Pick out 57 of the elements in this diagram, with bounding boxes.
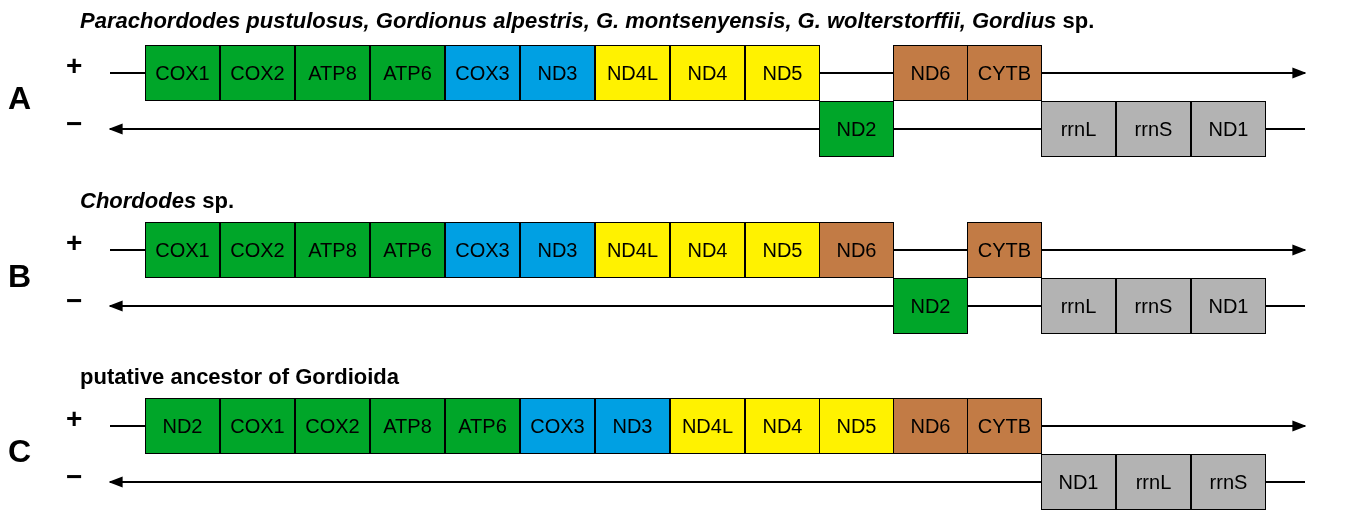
panel-letter: C [8,433,32,470]
gene-box: ND3 [520,45,595,101]
strand-sign: + [66,403,83,435]
gene-box: rrnS [1191,454,1266,510]
strand-sign: + [66,227,83,259]
gene-box: COX1 [145,45,220,101]
gene-box: ND1 [1191,101,1266,157]
gene-box: ATP6 [445,398,520,454]
gene-box: COX3 [445,45,520,101]
gene-box: ND3 [595,398,670,454]
species-heading: Parachordodes pustulosus, Gordionus alpestris, G. montsenyensis, G. wolterstorffii, Gordius sp. [80,8,1095,34]
gene-box: COX2 [295,398,370,454]
species-heading: putative ancestor of Gordioida [80,364,400,390]
gene-box: ATP6 [370,222,445,278]
strand-sign: − [66,285,83,317]
gene-box: COX2 [220,222,295,278]
gene-box: ND4 [670,45,745,101]
gene-box: ND4L [670,398,745,454]
gene-box: rrnL [1041,278,1116,334]
strand-sign: + [66,50,83,82]
gene-box: ND4 [745,398,820,454]
gene-box: ND2 [893,278,968,334]
gene-box: COX1 [220,398,295,454]
gene-box: ATP8 [295,45,370,101]
gene-box: COX3 [445,222,520,278]
gene-box: ND2 [819,101,894,157]
gene-box: rrnL [1041,101,1116,157]
gene-box: CYTB [967,45,1042,101]
gene-box: ND5 [819,398,894,454]
gene-box: ND4L [595,45,670,101]
gene-box: ND4 [670,222,745,278]
gene-box: ND2 [145,398,220,454]
gene-box: ND1 [1041,454,1116,510]
gene-box: ND4L [595,222,670,278]
gene-box: COX2 [220,45,295,101]
gene-box: ATP6 [370,45,445,101]
gene-box: ND5 [745,222,820,278]
gene-box: rrnS [1116,278,1191,334]
gene-box: COX3 [520,398,595,454]
gene-box: CYTB [967,222,1042,278]
panel-letter: A [8,80,32,117]
gene-box: ND6 [893,398,968,454]
gene-box: COX1 [145,222,220,278]
gene-box: ATP8 [295,222,370,278]
gene-box: rrnL [1116,454,1191,510]
strand-sign: − [66,108,83,140]
gene-box: rrnS [1116,101,1191,157]
gene-box: ND5 [745,45,820,101]
gene-box: CYTB [967,398,1042,454]
gene-box: ATP8 [370,398,445,454]
strand-sign: − [66,461,83,493]
species-heading: Chordodes sp. [80,188,235,214]
gene-box: ND1 [1191,278,1266,334]
gene-box: ND6 [893,45,968,101]
panel-letter: B [8,258,32,295]
gene-box: ND6 [819,222,894,278]
gene-box: ND3 [520,222,595,278]
